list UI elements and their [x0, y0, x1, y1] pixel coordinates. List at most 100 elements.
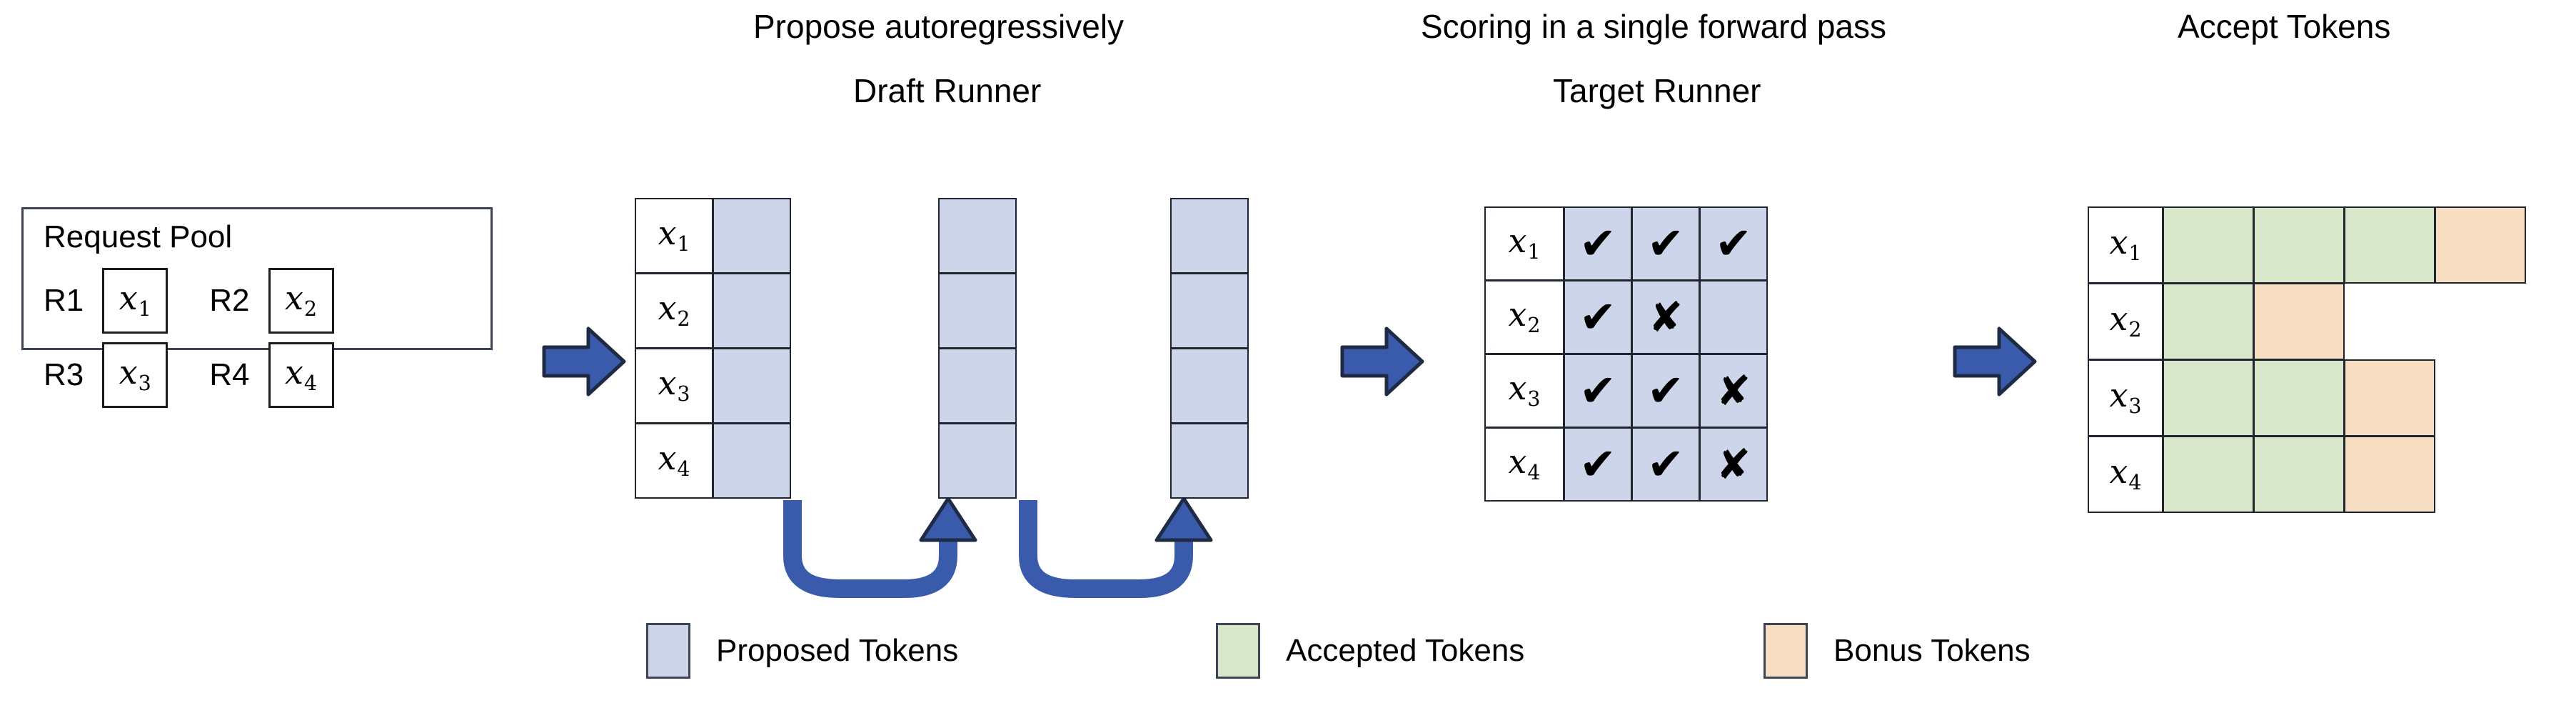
target-row-x1: x1 ✔ ✔ ✔ [1484, 206, 1768, 281]
draft-loop-arrow-2 [1019, 499, 1213, 598]
check-icon: ✔ [1579, 291, 1616, 343]
flow-arrow-pool-to-draft [541, 323, 627, 404]
request-row-2: R3 x3 R4 x4 [44, 342, 334, 408]
token-sub-4: 4 [2128, 471, 2142, 495]
draft-runner-title: Draft Runner [853, 72, 1042, 109]
draft-proposed-cell-r3-s3 [1170, 348, 1249, 424]
token-glyph-x3: x3 [658, 364, 690, 407]
token-sub-2: 2 [677, 307, 690, 331]
token-glyph-x2: x2 [2109, 299, 2142, 342]
target-row-x2: x2 ✔ ✘ [1484, 280, 1768, 354]
accept-cell-r2-c3-empty [2344, 283, 2435, 360]
target-row-label-x2: x2 [1484, 280, 1564, 354]
draft-proposed-cell-r2-s3 [1170, 273, 1249, 349]
request-row-1: R1 x1 R2 x2 [44, 268, 334, 334]
draft-proposed-cell-r4-s3 [1170, 423, 1249, 499]
accept-cell-r3-c1 [2163, 359, 2254, 437]
draft-proposed-cell-r1-s1 [713, 198, 791, 274]
request-id-r3: R3 [44, 357, 84, 392]
flow-arrow-draft-to-target [1339, 323, 1425, 404]
accept-tokens-grid: x1 x2 x3 x4 [2088, 206, 2526, 513]
token-glyph-x4: x4 [1508, 442, 1541, 485]
token-glyph-x3: x3 [119, 353, 151, 396]
draft-runner-step-1-grid: x1 x2 x3 x4 [635, 198, 791, 499]
legend-item-bonus: Bonus Tokens [1764, 623, 2031, 679]
draft-row-4 [938, 423, 1017, 499]
legend-swatch-accepted-icon [1216, 623, 1260, 679]
target-score-cell-r1-c3: ✔ [1699, 206, 1768, 281]
flow-arrow-target-to-accept [1952, 323, 2038, 404]
check-icon: ✔ [1579, 217, 1616, 269]
accept-cell-r2-c2-bonus [2253, 283, 2345, 360]
token-sub-1: 1 [138, 297, 151, 321]
draft-proposed-cell-r4-s1 [713, 423, 791, 499]
draft-row-3 [938, 348, 1017, 424]
legend: Proposed Tokens Accepted Tokens Bonus To… [0, 620, 2576, 692]
token-glyph-x4: x4 [2109, 452, 2142, 495]
draft-stage-caption: Propose autoregressively [753, 8, 1125, 45]
accept-cell-r2-c1 [2163, 283, 2254, 360]
check-icon: ✔ [1579, 364, 1616, 417]
token-sub-4: 4 [303, 372, 318, 396]
accept-cell-r4-c1 [2163, 436, 2254, 513]
request-token-box-r3: x3 [102, 342, 168, 408]
draft-row-label-x3: x3 [635, 348, 713, 424]
accept-row-x1: x1 [2088, 206, 2526, 284]
accept-cell-r2-c4-empty [2435, 283, 2526, 360]
draft-row-label-x1: x1 [635, 198, 713, 274]
token-sub-2: 2 [1527, 314, 1541, 338]
request-token-box-r4: x4 [268, 342, 334, 408]
accept-cell-r4-c3-bonus [2344, 436, 2435, 513]
token-sub-1: 1 [1527, 240, 1541, 264]
legend-swatch-bonus-icon [1764, 623, 1808, 679]
legend-label-bonus: Bonus Tokens [1833, 633, 2031, 668]
draft-row-3 [1170, 348, 1249, 424]
target-score-cell-r2-c3 [1699, 280, 1768, 354]
target-score-cell-r4-c2: ✔ [1631, 427, 1700, 502]
accept-cell-r3-c4-empty [2435, 359, 2526, 437]
legend-swatch-proposed-icon [646, 623, 690, 679]
accept-row-label-x1: x1 [2088, 206, 2163, 284]
draft-row-3: x3 [635, 348, 791, 424]
accept-row-label-x2: x2 [2088, 283, 2163, 360]
accept-row-label-x4: x4 [2088, 436, 2163, 513]
token-sub-2: 2 [2128, 318, 2142, 342]
draft-proposed-cell-r1-s2 [938, 198, 1017, 274]
target-row-x4: x4 ✔ ✔ ✘ [1484, 427, 1768, 502]
target-score-cell-r1-c1: ✔ [1564, 206, 1632, 281]
draft-row-label-x4: x4 [635, 423, 713, 499]
draft-row-2 [1170, 273, 1249, 349]
target-score-cell-r4-c3: ✘ [1699, 427, 1768, 502]
token-sub-1: 1 [677, 232, 690, 256]
token-glyph-x1: x1 [119, 279, 151, 321]
token-glyph-x2: x2 [658, 289, 690, 331]
token-glyph-x2: x2 [284, 279, 318, 321]
legend-label-accepted: Accepted Tokens [1286, 633, 1525, 668]
target-stage-caption: Scoring in a single forward pass [1421, 8, 1886, 45]
request-id-r2: R2 [209, 283, 250, 318]
accept-row-label-x3: x3 [2088, 359, 2163, 437]
token-sub-3: 3 [677, 382, 690, 407]
accept-cell-r3-c3-bonus [2344, 359, 2435, 437]
check-icon: ✔ [1715, 217, 1752, 269]
token-sub-4: 4 [677, 457, 690, 482]
target-score-cell-r2-c2: ✘ [1631, 280, 1700, 354]
token-glyph-x3: x3 [1508, 369, 1541, 412]
accept-stage-caption: Accept Tokens [2178, 8, 2391, 45]
draft-proposed-cell-r1-s3 [1170, 198, 1249, 274]
target-row-label-x4: x4 [1484, 427, 1564, 502]
draft-proposed-cell-r2-s2 [938, 273, 1017, 349]
token-sub-2: 2 [303, 297, 318, 321]
draft-row-2 [938, 273, 1017, 349]
target-score-cell-r4-c1: ✔ [1564, 427, 1632, 502]
draft-row-1: x1 [635, 198, 791, 274]
accept-cell-r3-c2 [2253, 359, 2345, 437]
right-arrow-icon [1953, 326, 2037, 397]
request-id-r4: R4 [209, 357, 250, 392]
target-score-cell-r3-c1: ✔ [1564, 354, 1632, 428]
right-arrow-icon [1340, 326, 1424, 397]
token-glyph-x1: x1 [2109, 223, 2142, 266]
request-pool-title: Request Pool [44, 219, 233, 254]
draft-proposed-cell-r3-s2 [938, 348, 1017, 424]
